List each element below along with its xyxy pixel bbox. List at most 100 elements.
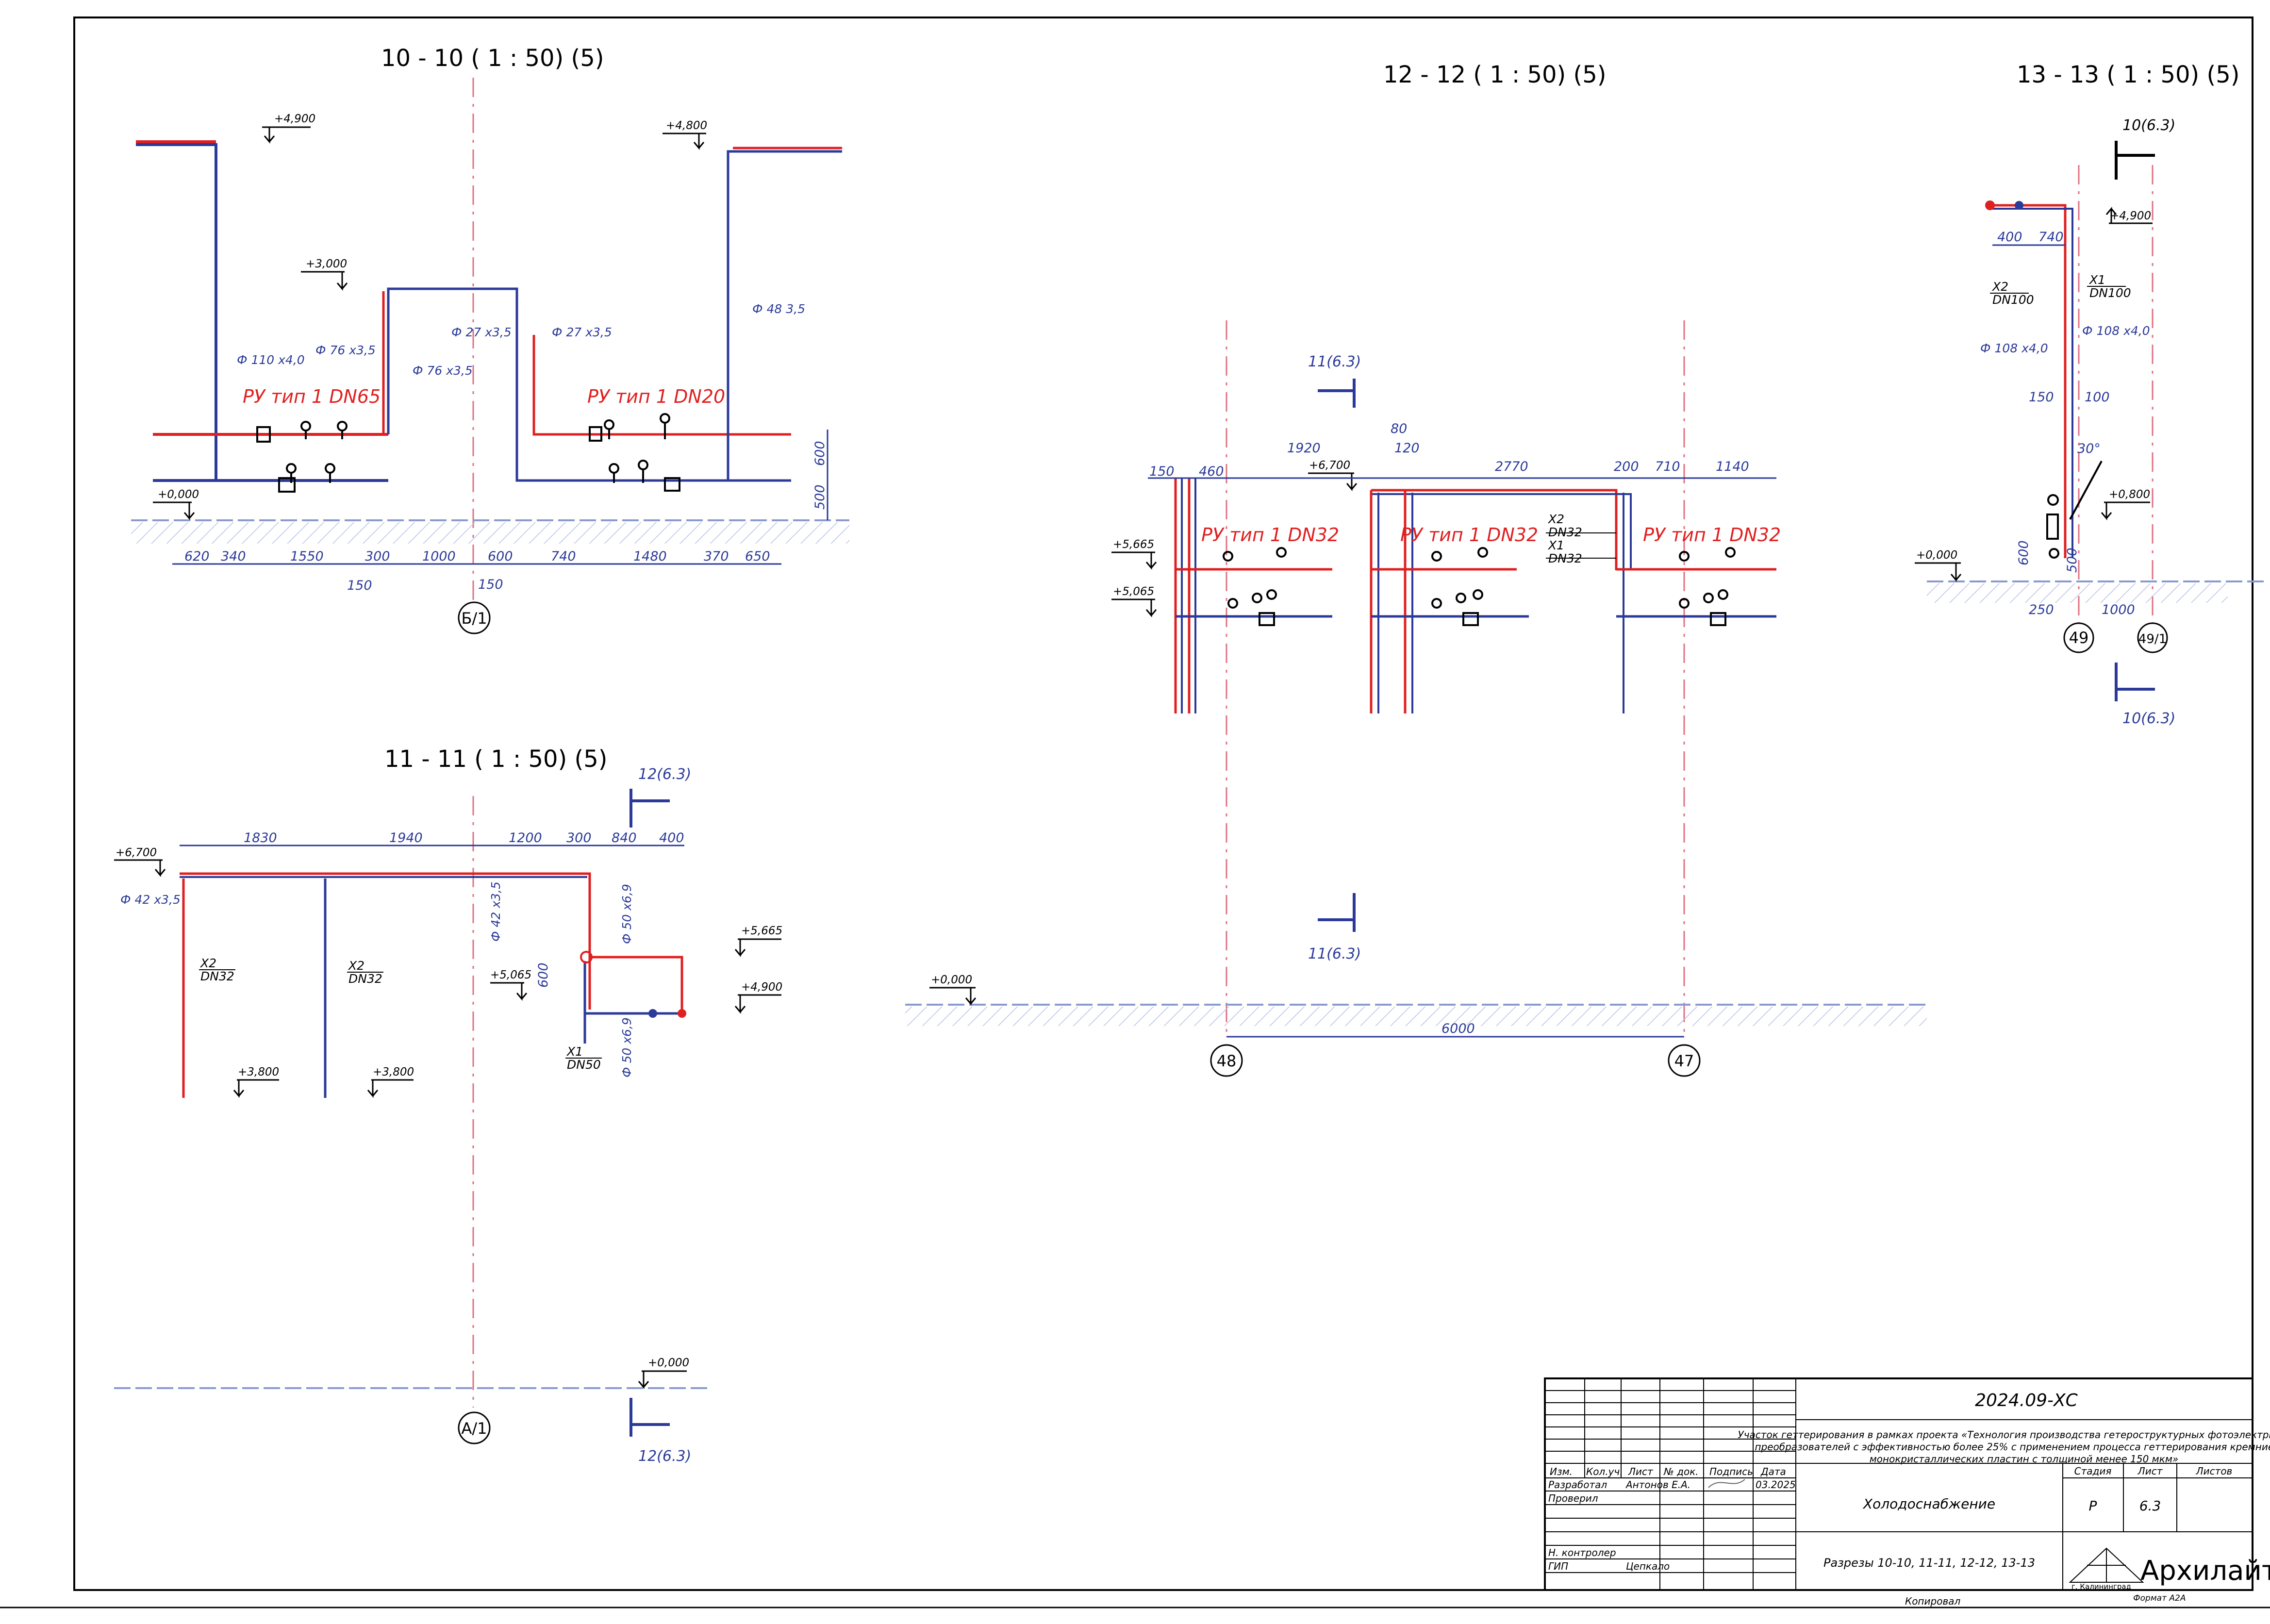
elevation-label: +5,665	[1113, 538, 1154, 551]
elevation-mark	[2105, 206, 2153, 224]
pipe-label: Ф 108 х4,0	[2082, 324, 2150, 338]
tag-top: Х2	[1991, 280, 2008, 294]
dimension: 200	[1614, 459, 1639, 474]
pipe-label: Ф 76 х3,5	[315, 343, 376, 357]
section-12-12: 12 - 12 ( 1 : 50) (5) 11(6.3) 11(6.3)	[905, 61, 1927, 1077]
role-chief-engineer: ГИП	[1548, 1560, 1568, 1572]
sheet-value: 6.3	[2139, 1498, 2161, 1514]
elevation-label: +4,900	[741, 981, 782, 994]
dimension: 1920	[1287, 441, 1321, 456]
dimension: 1550	[290, 549, 324, 564]
elevation-label: +0,000	[158, 488, 199, 501]
sheet-label: Лист	[2137, 1465, 2163, 1477]
tag-top: Х1	[2088, 273, 2105, 287]
elevation-label: +0,000	[648, 1357, 689, 1369]
tag-bottom: DN100	[2089, 286, 2131, 300]
signature	[1708, 1479, 1745, 1488]
pipe-label: Ф 110 х4,0	[237, 353, 305, 367]
tag-top: Х2	[199, 956, 216, 970]
valve-cluster	[1223, 547, 1287, 626]
valve-symbol	[2015, 201, 2023, 210]
dimension: 100	[2085, 390, 2110, 405]
dimension: 1940	[389, 830, 423, 845]
cut-label: 10(6.3)	[2122, 710, 2175, 727]
dimension: 150	[2029, 390, 2054, 405]
chief-engineer-name: Цепкало	[1626, 1560, 1670, 1572]
dimension: 1140	[1716, 459, 1749, 474]
pipe-red-main	[180, 872, 591, 1010]
section-title: 10 - 10 ( 1 : 50) (5)	[381, 45, 604, 72]
elevation-label: +4,800	[666, 119, 707, 132]
elevation-mark	[663, 133, 706, 150]
axis-marker	[1210, 1044, 1243, 1077]
role-norm-control: Н. контролер	[1548, 1547, 1616, 1558]
elevation-mark	[1308, 472, 1358, 492]
tag-top: Х2	[348, 959, 365, 973]
elevation-label: +5,065	[1113, 585, 1154, 598]
elevation-mark	[1915, 562, 1962, 582]
pipe-right-loop	[590, 956, 683, 1013]
sheets-label: Листов	[2196, 1465, 2233, 1477]
dimension: 2770	[1495, 459, 1528, 474]
dimension: 840	[612, 830, 637, 845]
header-cell: Подпись	[1709, 1466, 1753, 1477]
sheet-title: Разрезы 10-10, 11-11, 12-12, 13-13	[1823, 1556, 2035, 1570]
axis-label: А/1	[461, 1419, 487, 1438]
revision-grid	[1545, 1378, 2253, 1590]
elevation-mark	[734, 938, 781, 958]
dimension: 150	[1149, 464, 1175, 479]
developer-name: Антонов Е.А.	[1625, 1479, 1690, 1491]
dimension: 150	[347, 578, 372, 593]
tag-bottom: DN32	[1548, 551, 1582, 565]
tag-bottom: DN32	[200, 969, 234, 983]
dimension: 620	[184, 549, 210, 564]
axis-marker	[2063, 622, 2094, 653]
pipe-red-riser	[1988, 204, 2067, 558]
elevation-mark	[1111, 551, 1157, 570]
section-title: 13 - 13 ( 1 : 50) (5)	[2017, 61, 2240, 88]
section-cut-marker	[2115, 141, 2155, 180]
tag-top: Х1	[566, 1044, 583, 1059]
elevation-mark	[367, 1079, 414, 1098]
cut-label: 10(6.3)	[2122, 117, 2175, 134]
elevation-mark	[262, 126, 311, 144]
dimension: 300	[566, 830, 592, 845]
valve-symbol	[648, 1009, 657, 1018]
pipe-label: Ф 48 3,5	[752, 302, 805, 316]
ru-label: РУ тип 1 DN65	[243, 386, 381, 407]
tag-bottom: DN32	[1548, 525, 1582, 539]
elevation-label: +0,000	[931, 974, 972, 986]
elevation-label: +0,800	[2109, 488, 2150, 501]
dimension: 80	[1391, 421, 1407, 436]
valve-symbol	[678, 1009, 686, 1018]
project-line: монокристаллических пластин с толщиной м…	[1870, 1453, 2179, 1465]
section-cut-marker	[630, 1398, 670, 1437]
elevation-mark	[301, 271, 348, 291]
dimension: 250	[2029, 602, 2054, 617]
valve-cluster	[1431, 547, 1488, 626]
valve-cluster	[2046, 461, 2103, 559]
section-title: 12 - 12 ( 1 : 50) (5)	[1383, 61, 1607, 88]
header-cell: Кол.уч.	[1586, 1466, 1623, 1477]
dimension: 650	[745, 549, 770, 564]
section-13-13: 13 - 13 ( 1 : 50) (5) 10(6.3) 10(6.3) +4…	[1915, 61, 2267, 727]
pipe-label: Ф 42 х3,5	[489, 881, 503, 942]
dimension: 1000	[2102, 602, 2135, 617]
dimension: 1200	[509, 830, 542, 845]
logo-icon	[2069, 1547, 2144, 1583]
dimension: 300	[365, 549, 390, 564]
format-label: Формат А2А	[2133, 1593, 2186, 1603]
valve-cluster-ru20	[589, 413, 680, 492]
dimension: 740	[2038, 230, 2064, 245]
header-cell: Лист	[1628, 1466, 1654, 1477]
header-cell: Изм.	[1550, 1466, 1573, 1477]
dimension: 340	[221, 549, 246, 564]
section-cut-marker	[1318, 893, 1356, 932]
pipe-ru20-red	[532, 335, 791, 436]
elevation-label: +5,665	[741, 925, 782, 937]
pipe-label: Ф 27 х3,5	[552, 325, 612, 339]
project-line: Участок геттерирования в рамках проекта …	[1738, 1429, 2270, 1441]
tag-bottom: DN32	[348, 972, 382, 986]
riser-blue-mid	[1377, 493, 1413, 713]
sign-date: 03.2025	[1756, 1479, 1796, 1491]
